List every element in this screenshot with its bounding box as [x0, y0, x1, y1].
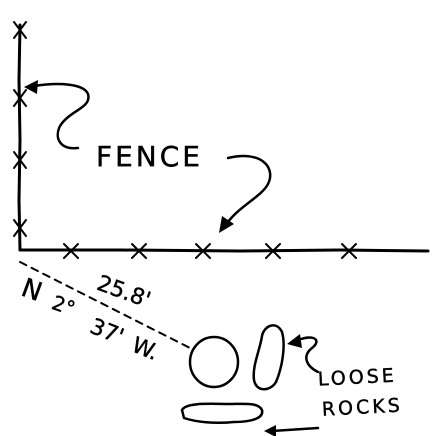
arrowhead-icon [287, 334, 302, 348]
fence-post-mark [13, 151, 27, 169]
squiggle-arrow-line [296, 336, 320, 374]
bearing-direction: N [17, 273, 46, 308]
loose-label: LOOSE [317, 365, 397, 391]
fence-line-vertical [17, 23, 22, 252]
fence-lines [17, 23, 430, 253]
flat-rock [180, 402, 264, 425]
squiggle-arrow-line [226, 154, 272, 224]
arrowhead-icon [24, 80, 38, 94]
fence-line-horizontal [18, 248, 430, 253]
fence-post-mark [195, 243, 211, 259]
fence-post-mark [131, 243, 147, 259]
fence-post-mark [265, 243, 281, 259]
tall-rock [252, 324, 285, 391]
bottom-pointer [264, 425, 320, 436]
arrowhead-icon [219, 216, 234, 233]
fence-post-mark [13, 89, 27, 107]
arrow-line [270, 426, 320, 433]
arrowhead-icon [264, 425, 276, 436]
fence-posts [13, 21, 357, 259]
rocks-label: ROCKS [321, 395, 403, 421]
fence-post-mark [13, 219, 27, 237]
fence-post-mark [63, 243, 79, 259]
fence-post-mark [341, 243, 357, 259]
fence-pointer-horizontal [219, 154, 272, 233]
fence-label: FENCE [96, 140, 203, 173]
distance-label: 25.8' [93, 271, 153, 313]
fence-post-mark [13, 21, 27, 39]
bearing-west: W. [128, 333, 162, 366]
bearing-minutes: 37' [86, 314, 127, 350]
round-rock [188, 335, 240, 389]
fence-pointer-vertical [24, 80, 90, 150]
squiggle-arrow-line [32, 82, 90, 150]
bearing-line [19, 261, 191, 349]
bearing-degrees: 2° [49, 290, 79, 320]
rocks-pointer [287, 334, 320, 374]
